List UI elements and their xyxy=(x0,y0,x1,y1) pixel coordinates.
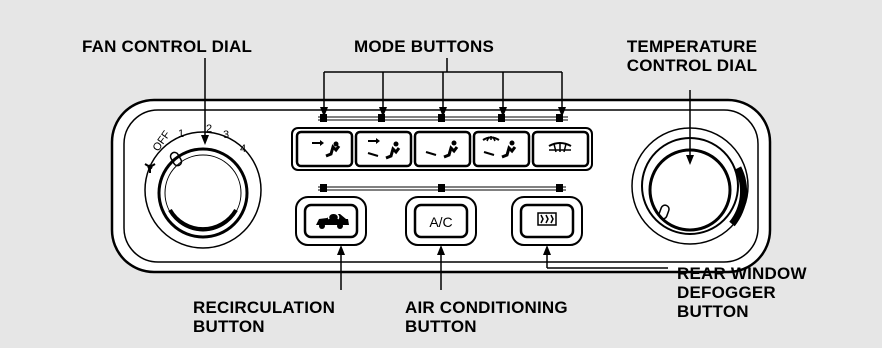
rear-window-line3: BUTTON xyxy=(677,302,749,321)
rear-defogger-icon xyxy=(537,212,557,226)
recirculation-line1: RECIRCULATION xyxy=(193,298,336,317)
fan-scale-1: 1 xyxy=(178,128,184,140)
fan-icon xyxy=(144,163,156,173)
fan-scale-4: 4 xyxy=(240,143,246,155)
fan-control-dial[interactable] xyxy=(144,131,262,249)
label-recirculation-button: RECIRCULATION BUTTON xyxy=(193,298,335,336)
recirculation-line2: BUTTON xyxy=(193,317,265,336)
bilevel-mode-icon xyxy=(367,138,401,160)
fan-scale-3: 3 xyxy=(223,129,229,141)
ac-button-label: A/C xyxy=(429,214,452,230)
label-temperature-control-dial: TEMPERATURE CONTROL DIAL xyxy=(622,37,762,75)
fan-control-dial-text: FAN CONTROL DIAL xyxy=(82,37,253,56)
mode-button-floor[interactable] xyxy=(413,130,472,168)
lower-indicator-strip xyxy=(318,184,566,192)
mode-button-vent[interactable] xyxy=(295,130,354,168)
mode-buttons-text: MODE BUTTONS xyxy=(354,37,494,56)
windshield-defrost-mode-icon xyxy=(548,142,572,153)
temperature-line2: CONTROL DIAL xyxy=(626,56,758,75)
fan-scale-2: 2 xyxy=(206,123,212,135)
air-conditioning-line2: BUTTON xyxy=(405,317,477,336)
floor-mode-icon xyxy=(425,140,459,159)
label-mode-buttons: MODE BUTTONS xyxy=(354,37,494,56)
mode-indicator-strip xyxy=(318,114,568,122)
rear-window-line2: DEFOGGER xyxy=(677,283,776,302)
mode-button-floor-defrost[interactable] xyxy=(472,130,531,168)
rear-window-line1: REAR WINDOW xyxy=(677,264,807,283)
temperature-line1: TEMPERATURE xyxy=(626,37,758,56)
temperature-control-dial[interactable] xyxy=(631,127,749,245)
label-air-conditioning-button: AIR CONDITIONING BUTTON xyxy=(405,298,568,336)
ac-button[interactable] xyxy=(405,196,477,246)
leader-lines xyxy=(201,58,694,290)
floor-defrost-mode-icon xyxy=(482,136,517,159)
air-conditioning-line1: AIR CONDITIONING xyxy=(405,298,568,317)
label-fan-control-dial: FAN CONTROL DIAL xyxy=(82,37,252,56)
mode-button-bilevel[interactable] xyxy=(354,130,413,168)
recirculation-car-icon xyxy=(316,212,349,229)
label-rear-window-defogger-button: REAR WINDOW DEFOGGER BUTTON xyxy=(677,264,807,321)
vent-mode-icon xyxy=(312,140,341,158)
